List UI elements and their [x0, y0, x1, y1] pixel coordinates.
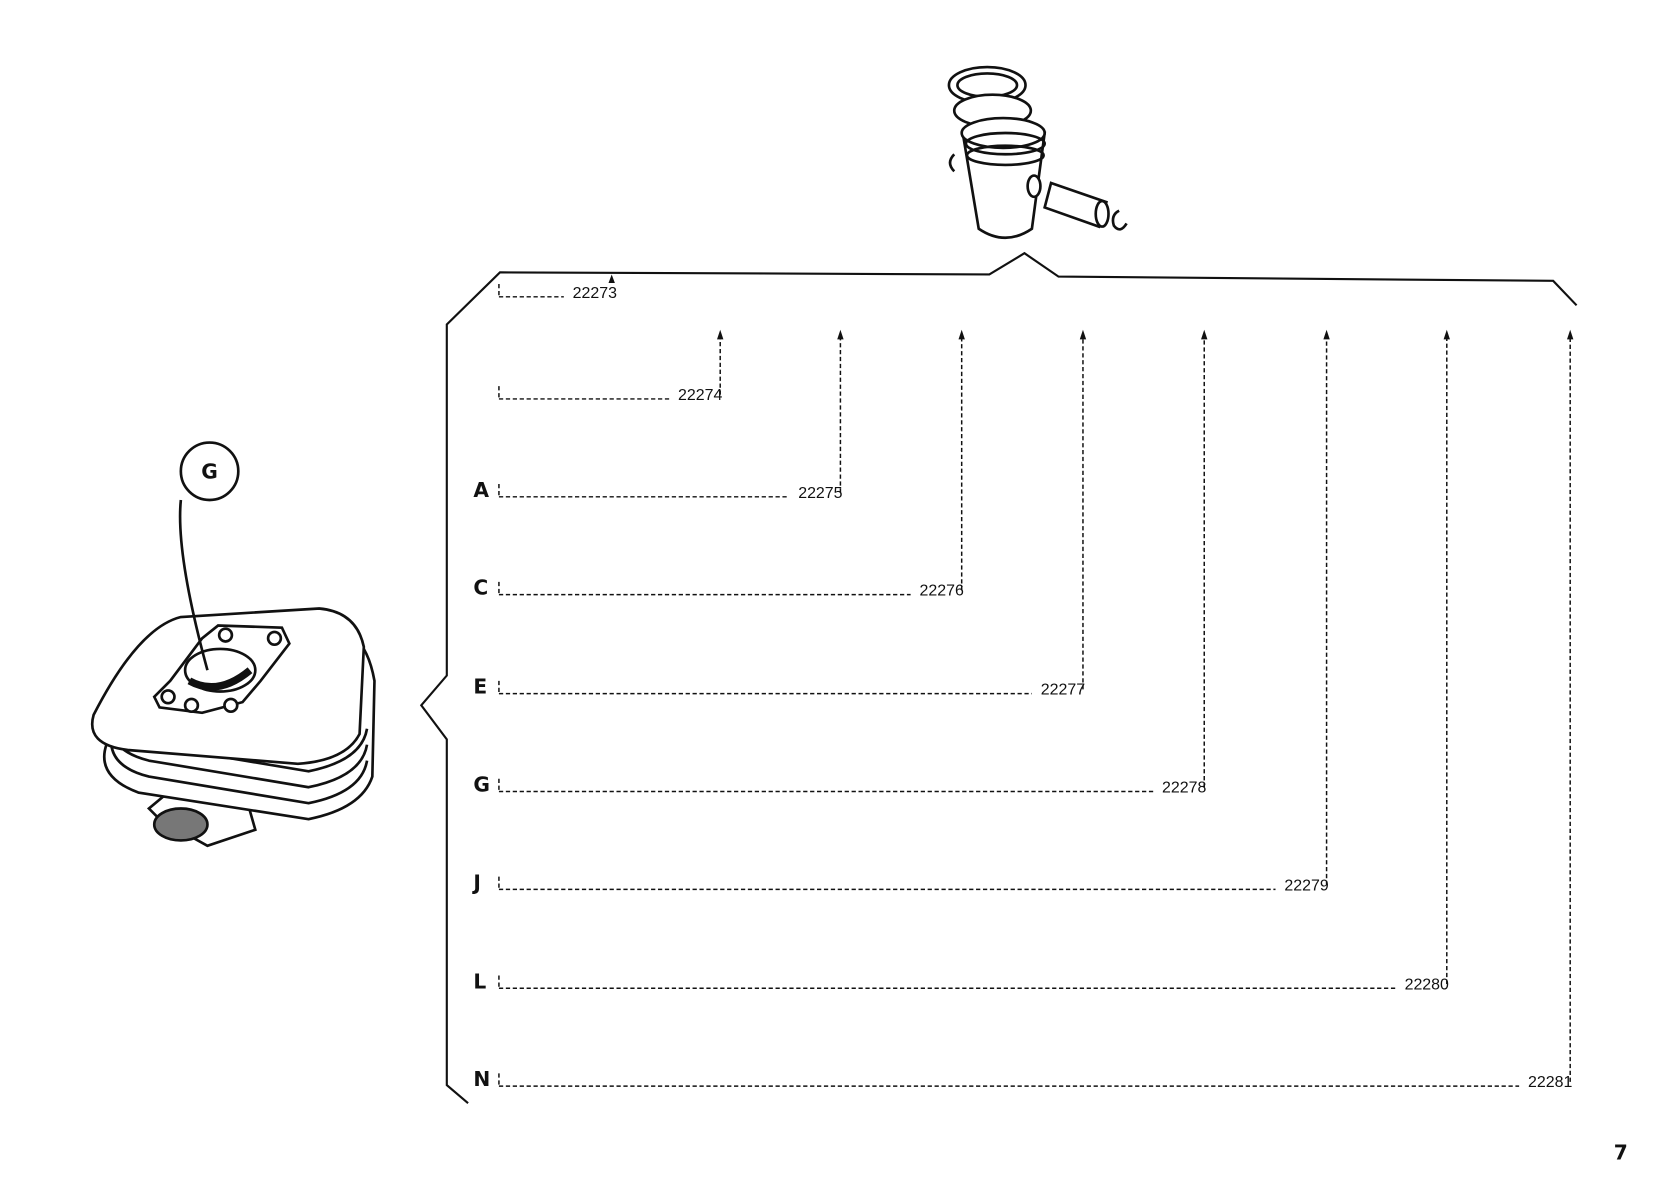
bracket-line: [419, 251, 1578, 1104]
part-number: 22279: [1284, 877, 1328, 894]
piston-illustration: [947, 65, 1128, 240]
variant-letter: L: [473, 969, 486, 993]
arrow-icon: [1567, 329, 1574, 340]
variant-letter: G: [473, 772, 490, 796]
arrow-icon: [958, 329, 965, 340]
page-number: 7: [1614, 1141, 1628, 1165]
part-number: 22276: [919, 583, 963, 600]
arrow-icon: [837, 329, 844, 340]
cylinder-illustration: [91, 499, 376, 848]
variant-letter: C: [473, 576, 488, 600]
part-number: 22275: [798, 485, 842, 502]
arrow-icon: [1201, 329, 1208, 340]
variant-letter: N: [473, 1067, 490, 1091]
arrow-icon: [1443, 329, 1450, 340]
part-number: 22277: [1041, 682, 1085, 699]
arrow-icon: [608, 274, 615, 283]
part-number: 22273: [573, 285, 617, 302]
variant-letter: E: [473, 675, 487, 699]
callout-circle: [179, 441, 240, 502]
variant-letter: A: [473, 478, 489, 502]
arrow-icon: [717, 329, 724, 340]
callout-label: G: [201, 460, 218, 484]
arrow-icon: [1079, 329, 1087, 340]
part-number: 22281: [1528, 1074, 1572, 1091]
part-number: 22274: [678, 387, 722, 404]
part-number: 22278: [1162, 780, 1206, 797]
part-number: 22280: [1405, 976, 1449, 993]
variant-letter: J: [471, 870, 481, 894]
arrow-icon: [1323, 329, 1330, 340]
